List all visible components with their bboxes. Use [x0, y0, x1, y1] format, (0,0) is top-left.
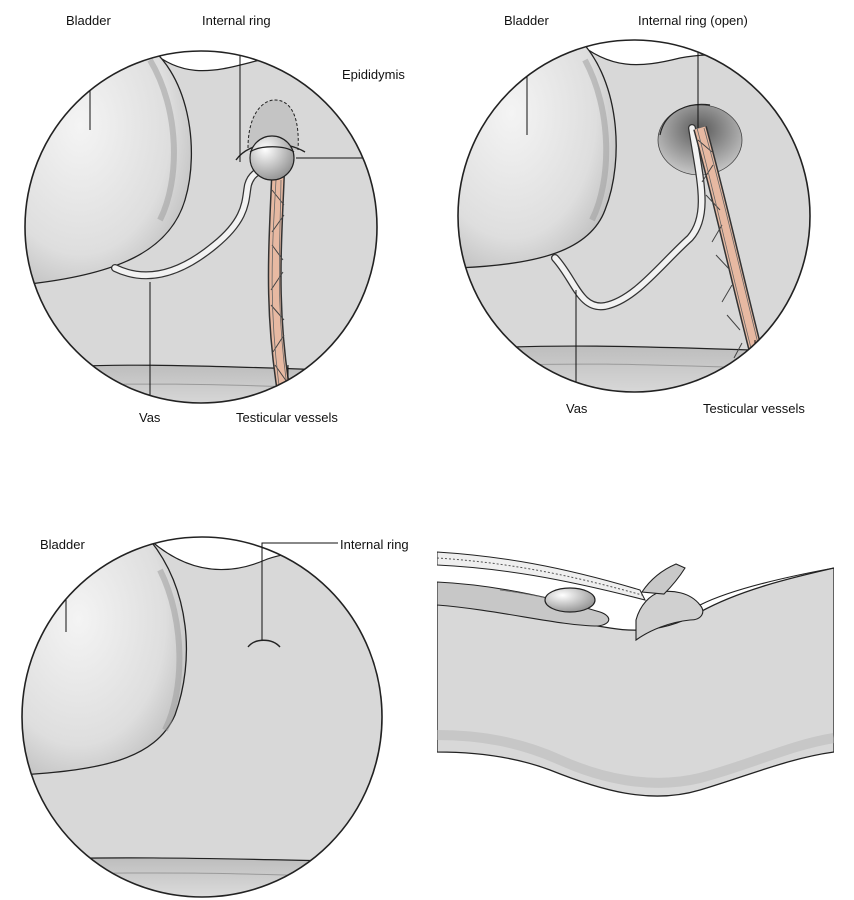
label-vas: Vas	[566, 401, 588, 416]
label-internal-ring: Internal ring	[340, 537, 409, 552]
panel-4-sagittal-view	[437, 551, 834, 797]
panel-1-scope-view: Bladder Internal ring Epididymis Vas Tes…	[24, 13, 405, 425]
epididymis	[249, 135, 295, 181]
label-internal-ring: Internal ring	[202, 13, 271, 28]
lower-fold	[22, 857, 382, 897]
label-epididymis: Epididymis	[342, 67, 405, 82]
label-testicular-vessels: Testicular vessels	[703, 401, 805, 416]
abdominal-wall-layers	[437, 551, 646, 601]
scope-frame	[24, 50, 378, 404]
internal-ring-closed	[247, 639, 281, 648]
label-bladder: Bladder	[40, 537, 85, 552]
label-testicular-vessels: Testicular vessels	[236, 410, 338, 425]
internal-ring-outline	[247, 99, 299, 151]
processus-vaginalis	[437, 581, 610, 627]
panel-3-scope-view: Bladder Internal ring	[21, 536, 409, 898]
label-internal-ring: Internal ring (open)	[638, 13, 748, 28]
body-wall	[437, 567, 834, 797]
testis	[544, 587, 596, 613]
panel-2-scope-view: Bladder Internal ring (open) Vas Testicu…	[457, 13, 811, 416]
label-bladder: Bladder	[66, 13, 111, 28]
label-bladder: Bladder	[504, 13, 549, 28]
cord-tip	[641, 563, 686, 595]
scope-frame	[457, 39, 811, 393]
label-vas: Vas	[139, 410, 161, 425]
scope-frame	[21, 536, 383, 898]
